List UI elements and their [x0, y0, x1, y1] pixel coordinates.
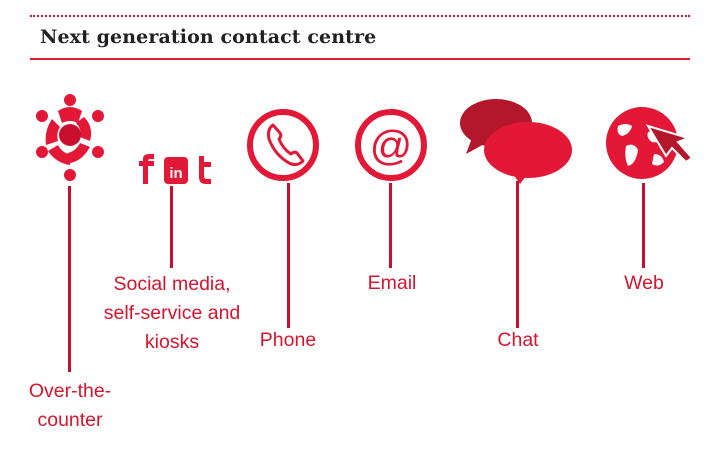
- label-email: Email: [367, 272, 417, 294]
- globe-icon: [606, 107, 694, 179]
- label-social-media-line1: Social media,: [113, 273, 231, 295]
- svg-text:@: @: [370, 122, 413, 169]
- label-web: Web: [624, 272, 664, 294]
- email-icon: @: [355, 109, 427, 181]
- label-social-media: Social media, self-service and kiosks: [94, 270, 250, 357]
- stem-over-the-counter: [68, 186, 71, 372]
- label-over-the-counter-line2: counter: [37, 409, 103, 431]
- label-social-media-line2: self-service and: [103, 302, 241, 324]
- label-chat: Chat: [497, 329, 539, 351]
- label-phone: Phone: [259, 329, 317, 351]
- label-social-media-line3: kiosks: [144, 331, 200, 353]
- label-over-the-counter: Over-the- counter: [22, 377, 118, 435]
- stem-chat: [516, 181, 519, 328]
- top-dotted-divider: [30, 15, 690, 17]
- stem-email: [389, 183, 392, 268]
- stem-social-media: [170, 186, 173, 268]
- stem-phone: [287, 183, 290, 328]
- svg-text:in: in: [169, 165, 182, 182]
- stem-web: [642, 183, 645, 268]
- phone-icon: [247, 109, 319, 181]
- chat-icon: [460, 99, 572, 184]
- people-circle-icon: [36, 94, 104, 181]
- social-media-icon: in: [139, 154, 211, 184]
- title-underline: [30, 58, 690, 60]
- label-over-the-counter-line1: Over-the-: [28, 380, 112, 402]
- page-title: Next generation contact centre: [40, 26, 377, 48]
